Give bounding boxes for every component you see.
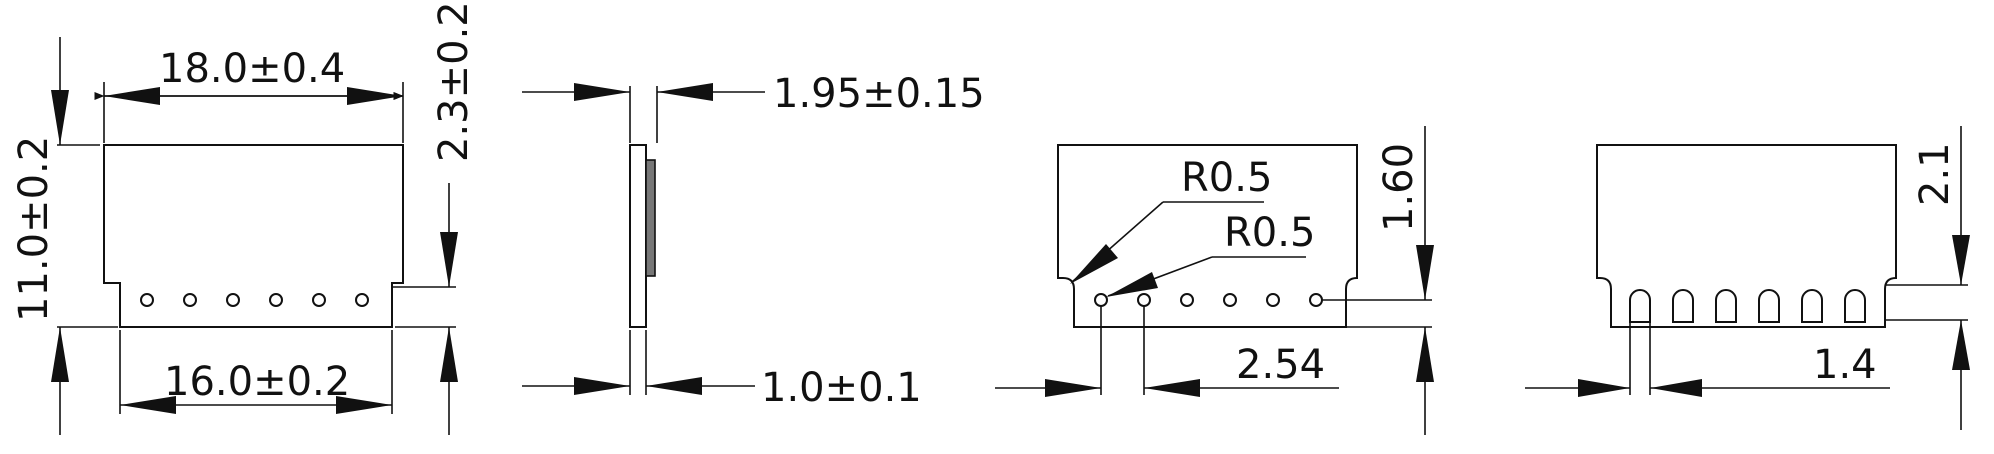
dimension-tab-height-label: 2.3±0.2 [431, 1, 477, 162]
castellation-view: 2.1 1.4 [1525, 126, 1970, 430]
dimension-pitch: 2.54 [995, 306, 1339, 397]
hole [1266, 293, 1280, 307]
slot [1629, 289, 1651, 323]
dimension-total-thickness-label: 1.95±0.15 [773, 71, 985, 117]
dimension-width-bottom-label: 16.0±0.2 [164, 359, 350, 405]
slot [1844, 289, 1866, 323]
hole [312, 293, 326, 307]
hole [355, 293, 369, 307]
dimension-width-bottom: 16.0±0.2 [119, 330, 393, 414]
dimension-pitch-label: 2.54 [1236, 342, 1325, 388]
front-view: 18.0±0.4 16.0±0.2 11.0±0.2 [11, 1, 477, 435]
dimension-width-top-label: 18.0±0.4 [159, 46, 345, 92]
dimension-height-label: 11.0±0.2 [11, 136, 57, 322]
dimension-board-thickness-label: 1.0±0.1 [761, 365, 922, 411]
castellation-slots [1629, 289, 1866, 323]
hole [140, 293, 154, 307]
dimension-slot-depth: 2.1 [1885, 126, 1970, 430]
slot [1715, 289, 1737, 323]
slot [1758, 289, 1780, 323]
hole [226, 293, 240, 307]
leader-radius-1-label: R0.5 [1181, 155, 1272, 201]
dimension-pad-height: 1.60 [1322, 126, 1434, 435]
leader-radius-2: R0.5 [1106, 210, 1315, 297]
dimension-board-thickness: 1.0±0.1 [522, 330, 922, 411]
slot [1801, 289, 1823, 323]
dimension-slot-width: 1.4 [1525, 300, 1890, 397]
pad-view: R0.5 R0.5 1.60 2.54 [995, 126, 1434, 435]
hole [1223, 293, 1237, 307]
dimension-tab-height: 2.3±0.2 [393, 1, 477, 435]
side-view: 1.95±0.15 1.0±0.1 [522, 71, 985, 411]
pad-view-holes [1094, 293, 1323, 307]
dimension-pad-height-label: 1.60 [1376, 143, 1422, 232]
hole [269, 293, 283, 307]
side-view-board [629, 144, 647, 328]
dimension-height: 11.0±0.2 [11, 37, 118, 435]
front-view-outline [103, 144, 404, 328]
hole [183, 293, 197, 307]
pad-view-outline [1057, 144, 1358, 328]
hole [1094, 293, 1108, 307]
dimension-width-top: 18.0±0.4 [94, 46, 404, 143]
hole [1137, 293, 1151, 307]
dimension-slot-width-label: 1.4 [1813, 342, 1877, 388]
hole [1309, 293, 1323, 307]
side-view-shield [645, 159, 656, 277]
leader-radius-1: R0.5 [1070, 155, 1272, 284]
front-view-holes [140, 293, 369, 307]
leader-radius-2-label: R0.5 [1224, 210, 1315, 256]
hole [1180, 293, 1194, 307]
dimension-slot-depth-label: 2.1 [1912, 142, 1958, 206]
slot [1672, 289, 1694, 323]
castellation-view-outline [1596, 144, 1897, 328]
dimension-total-thickness: 1.95±0.15 [522, 71, 985, 143]
